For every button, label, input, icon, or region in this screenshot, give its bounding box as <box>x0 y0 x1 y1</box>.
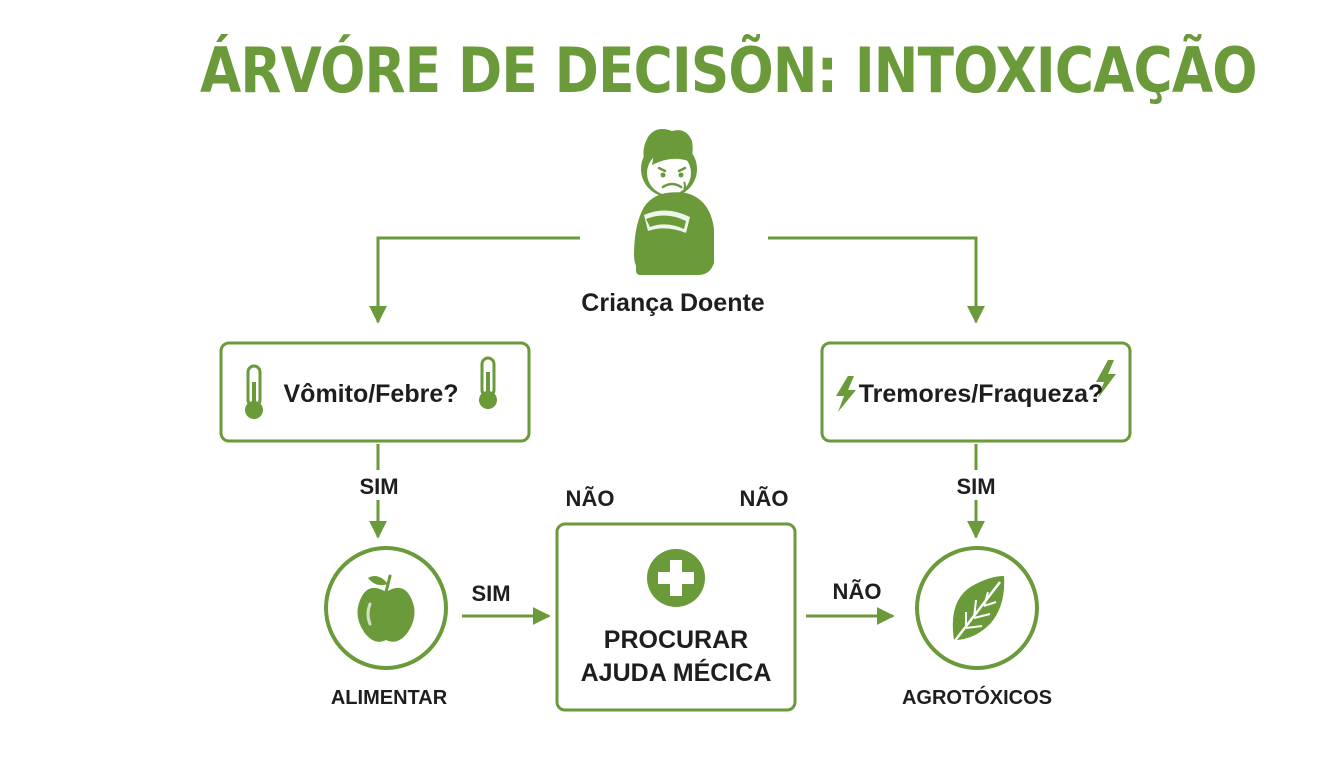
medical-help-box <box>555 522 797 712</box>
medical-help-label: PROCURAR AJUDA MÉCICA <box>581 624 772 690</box>
left-question-label: Vômito/Febre? <box>283 380 459 408</box>
edge-label-center-to-right: NÃO <box>832 579 882 604</box>
edge-label-no-right: NÃO <box>739 486 789 511</box>
edge-label-left-to-center: SIM <box>471 581 511 606</box>
pesticide-result-label: AGROTÓXICOS <box>901 687 1053 709</box>
thermometer-icon <box>245 364 263 419</box>
medical-help-line2: AJUDA MÉCICA <box>580 659 772 687</box>
left-question-box <box>219 341 531 443</box>
thermometer-icon <box>479 356 497 409</box>
lightning-icon <box>836 376 856 412</box>
root-label: Criança Doente <box>581 289 765 317</box>
right-question-box <box>820 341 1132 443</box>
edge-label-no-left: NÃO <box>565 486 615 511</box>
right-question-label: Tremores/Fraqueza? <box>858 380 1104 408</box>
apple-icon <box>357 574 415 642</box>
edge-root-to-right <box>768 236 985 324</box>
sick-child-icon <box>634 129 714 275</box>
leaf-icon <box>952 576 1005 643</box>
diagram-title: ÁRVÓRE DE DECISÕN: INTOXICAÇÃO <box>200 34 1258 107</box>
medical-cross-icon <box>647 549 705 607</box>
edge-label-right-sim: SIM <box>956 474 996 499</box>
edge-label-left-sim: SIM <box>359 474 399 499</box>
edge-root-to-left <box>369 236 580 324</box>
lightning-icon <box>1096 360 1116 398</box>
medical-help-line1: PROCURAR <box>603 626 749 654</box>
food-result-label: ALIMENTAR <box>330 687 448 709</box>
